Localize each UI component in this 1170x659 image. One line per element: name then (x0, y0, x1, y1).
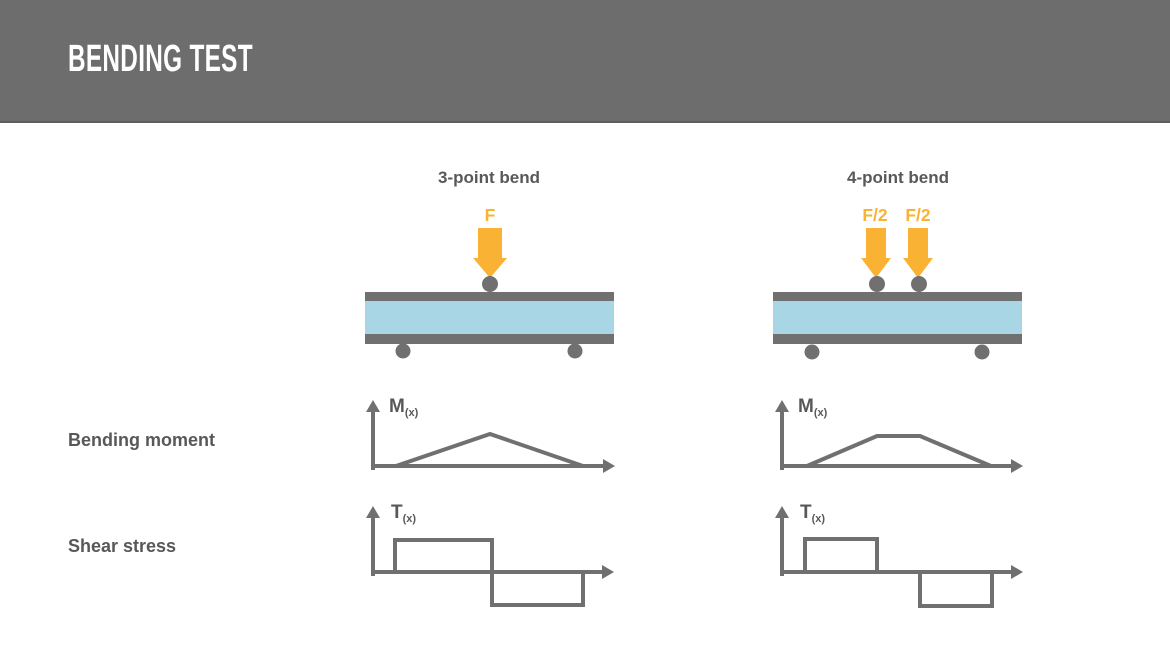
force-arrow (473, 228, 507, 278)
shear-curve (803, 537, 994, 608)
moment-axis-label-four-point: M(x) (798, 396, 828, 419)
shear-subscript: (x) (811, 513, 826, 525)
shear-symbol: T (391, 502, 403, 523)
column-title-three-point: 3-point bend (438, 168, 540, 187)
force-label-f2-right: F/2 (905, 205, 931, 225)
shear-curve (393, 538, 585, 607)
shear-symbol: T (800, 502, 812, 523)
force-label-f2-left: F/2 (862, 205, 888, 225)
y-axis-arrowhead-icon (366, 400, 380, 412)
x-axis-arrowhead-icon (603, 459, 615, 473)
force-label-f: F (484, 205, 496, 225)
row-label-shear-stress: Shear stress (68, 536, 177, 556)
force-arrow-right (903, 228, 933, 278)
y-axis-arrowhead-icon (775, 400, 789, 412)
four-point-bend-diagram (773, 228, 1022, 360)
beam-bottom-plate (773, 334, 1022, 344)
x-axis-arrowhead-icon (602, 565, 614, 579)
shear-subscript: (x) (402, 513, 417, 525)
force-arrow-left (861, 228, 891, 278)
y-axis-arrowhead-icon (366, 506, 380, 518)
support-roller-right (567, 343, 583, 359)
moment-symbol: M (798, 396, 814, 417)
x-axis-arrowhead-icon (1011, 459, 1023, 473)
beam-core (365, 301, 614, 334)
support-roller-right (974, 344, 990, 360)
three-point-bend-diagram (365, 228, 614, 359)
moment-axis-label-three-point: M(x) (389, 396, 419, 419)
shear-axis-label-four-point: T(x) (800, 502, 826, 525)
loading-pin-left (869, 276, 885, 292)
page-title: BENDING TEST (68, 38, 253, 80)
loading-pin-right (911, 276, 927, 292)
support-roller-left (395, 343, 411, 359)
y-axis-arrowhead-icon (775, 506, 789, 518)
row-label-bending-moment: Bending moment (68, 430, 215, 450)
moment-graph-three-point (366, 400, 615, 473)
beam-top-plate (773, 292, 1022, 301)
beam-top-plate (365, 292, 614, 301)
shear-graph-four-point (775, 506, 1023, 608)
moment-curve (395, 431, 584, 468)
x-axis-arrowhead-icon (1011, 565, 1023, 579)
header-banner: BENDING TEST (0, 0, 1170, 123)
shear-graph-three-point (366, 506, 614, 607)
support-roller-left (804, 344, 820, 360)
beam-core (773, 301, 1022, 334)
loading-pin (482, 276, 498, 292)
moment-symbol: M (389, 396, 405, 417)
moment-curve (806, 434, 992, 468)
moment-subscript: (x) (813, 407, 828, 419)
shear-axis-label-three-point: T(x) (391, 502, 417, 525)
beam-bottom-plate (365, 334, 614, 344)
moment-subscript: (x) (404, 407, 419, 419)
column-title-four-point: 4-point bend (847, 168, 949, 187)
moment-graph-four-point (775, 400, 1023, 473)
